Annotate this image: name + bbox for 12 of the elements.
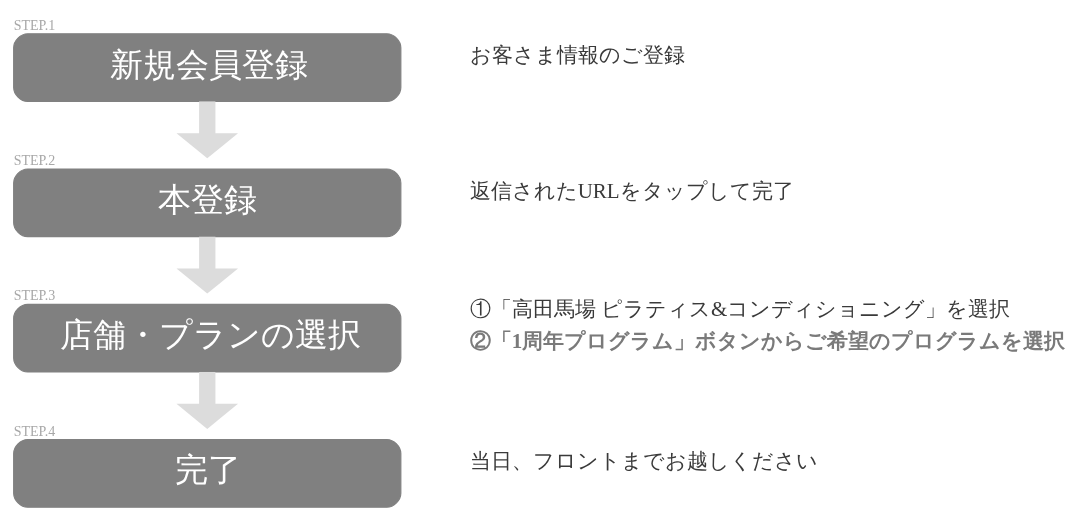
node-label: お客さま情報のご登録 <box>469 43 685 68</box>
node-label: STEP.1 <box>13 17 55 33</box>
node-label: ②「1周年プログラム」ボタンからご希望のプログラムを選択 <box>469 328 1065 353</box>
node-label: ①「高田馬場 ピラティス&コンディショニング」を選択 <box>469 297 1010 322</box>
arrow <box>176 101 238 159</box>
node-label: STEP.3 <box>13 288 55 304</box>
node-label: STEP.4 <box>13 423 55 439</box>
arrow <box>176 371 238 429</box>
node-label: 当日、フロントまでお越しください <box>469 449 818 474</box>
node-label: STEP.2 <box>13 153 55 169</box>
node-label: 返信されたURLをタップして完了 <box>469 178 794 203</box>
arrow <box>176 236 238 294</box>
